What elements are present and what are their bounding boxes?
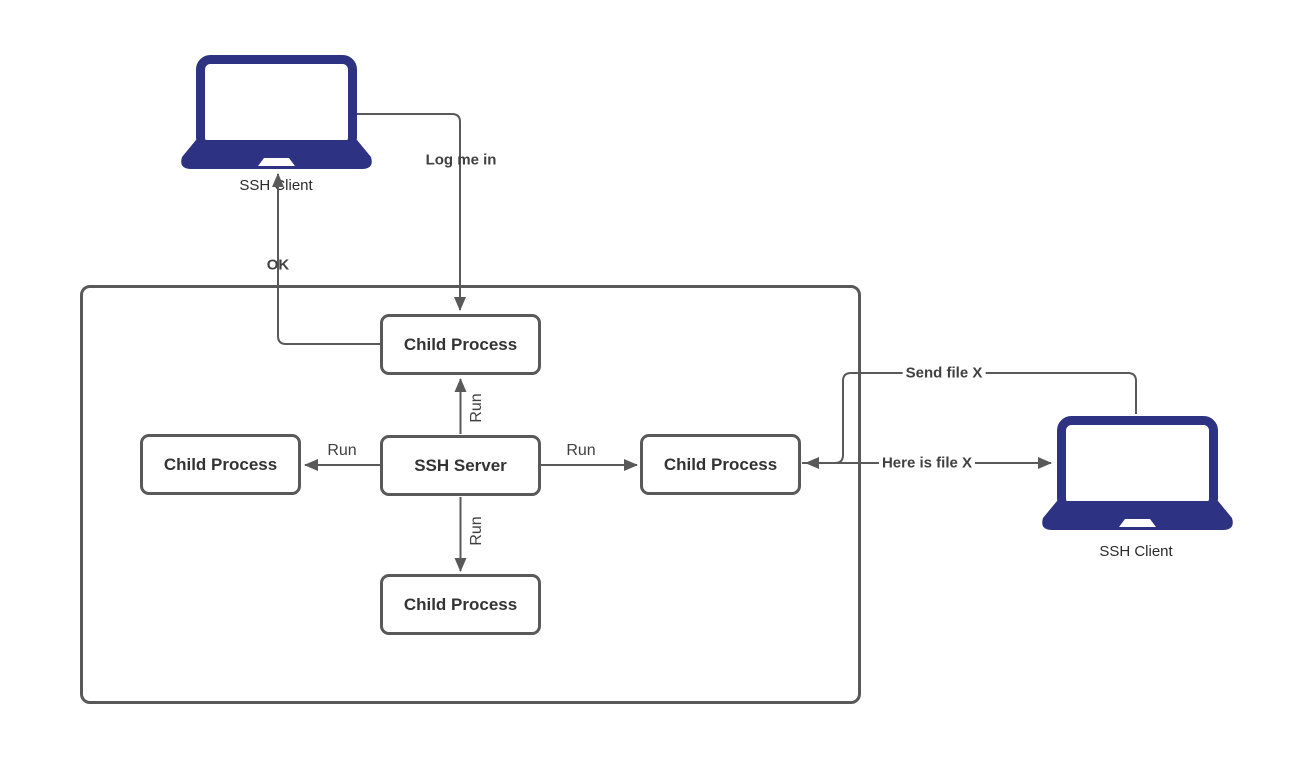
edge-label-run-top: Run: [467, 393, 485, 423]
edge-label-here-is-file-x: Here is file X: [878, 454, 976, 472]
child-process-right-node: Child Process: [640, 434, 801, 495]
child-process-left-label: Child Process: [163, 454, 278, 474]
child-process-right-label: Child Process: [663, 454, 778, 474]
server-boundary-box: [80, 285, 861, 704]
edge-label-run-right: Run: [566, 441, 596, 459]
ssh-server-label: SSH Server: [414, 455, 507, 475]
child-process-top-node: Child Process: [380, 314, 541, 375]
edge-label-run-bottom: Run: [467, 516, 485, 546]
child-process-top-label: Child Process: [403, 334, 518, 354]
ssh-client-left-label: SSH Client: [239, 177, 313, 194]
ssh-server-node: SSH Server: [380, 435, 541, 496]
ssh-client-right-label: SSH Client: [1099, 543, 1173, 560]
edge-label-send-file-x: Send file X: [902, 364, 986, 382]
child-process-bottom-label: Child Process: [403, 594, 518, 614]
child-process-left-node: Child Process: [140, 434, 301, 495]
edge-label-ok: OK: [266, 256, 290, 274]
laptop-icon: [181, 55, 372, 169]
child-process-bottom-node: Child Process: [380, 574, 541, 635]
edge-label-log-me-in: Log me in: [425, 151, 497, 169]
edge-label-run-left: Run: [327, 441, 357, 459]
laptop-icon: [1042, 416, 1233, 530]
